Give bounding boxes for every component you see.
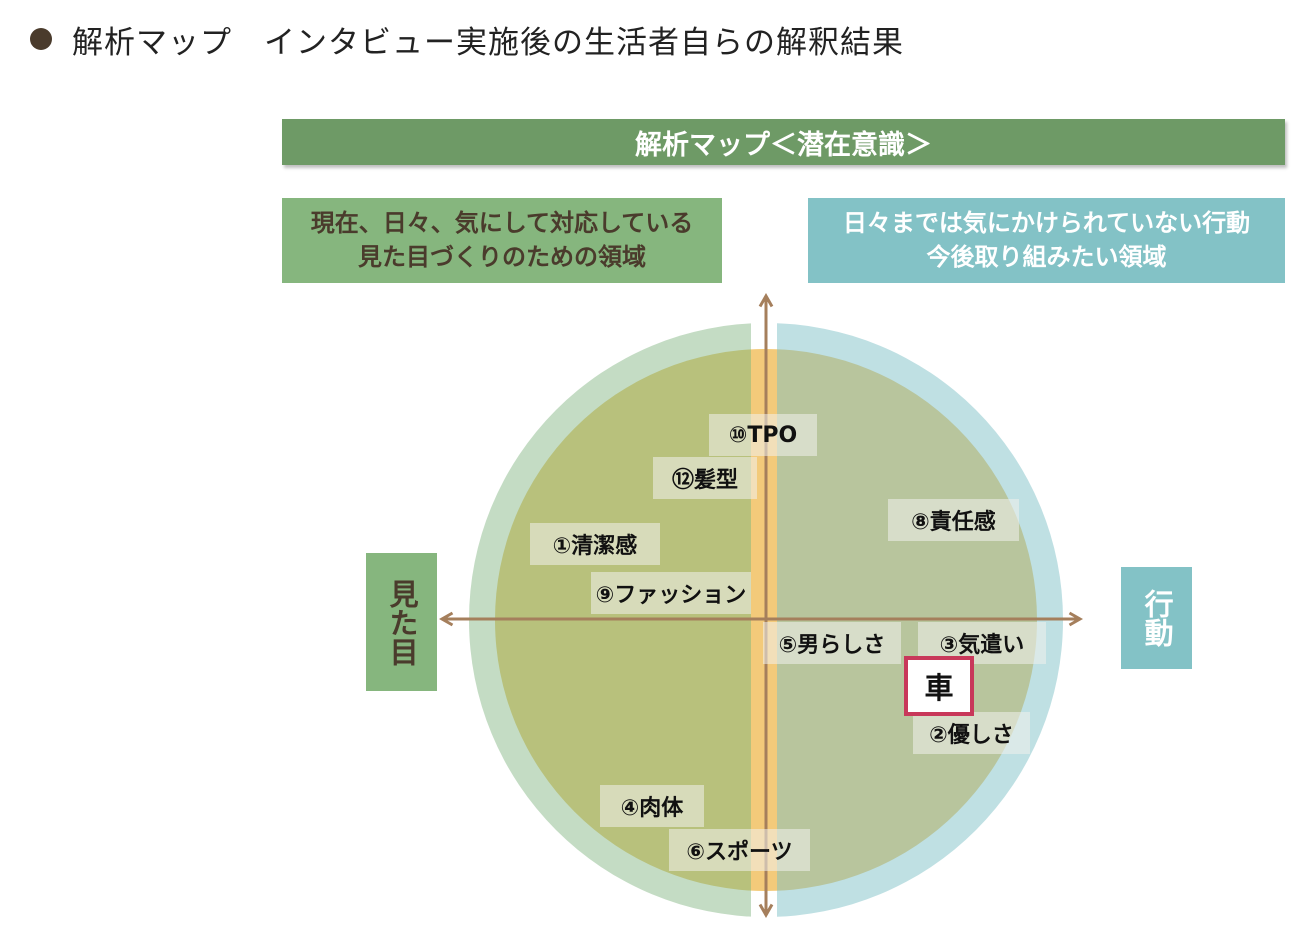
item-9-fashion: ⑨ファッション — [591, 572, 751, 614]
region-right-line2: 今後取り組みたい領域 — [926, 242, 1167, 271]
item-6-sports: ⑥スポーツ — [669, 829, 810, 871]
item-10-tpo: ⑩TPO — [709, 414, 817, 456]
page-title: 解析マップ インタビュー実施後の生活者自らの解釈結果 — [30, 14, 904, 64]
map-banner-title: 解析マップ＜潜在意識＞ — [635, 129, 932, 161]
item-5-masculinity: ⑤男らしさ — [763, 622, 901, 664]
item-4-body: ④肉体 — [600, 785, 704, 827]
highlight-car-label: 車 — [924, 671, 954, 705]
highlight-car-box: 車 — [904, 656, 974, 716]
item-2-kindness: ②優しさ — [913, 712, 1030, 754]
map-banner: 解析マップ＜潜在意識＞ — [282, 119, 1285, 165]
axis-label-left: 見た目 — [366, 553, 437, 691]
item-12-hairstyle: ⑫髪型 — [653, 457, 757, 499]
page-title-text: 解析マップ インタビュー実施後の生活者自らの解釈結果 — [72, 24, 904, 61]
item-8-responsibility: ⑧責任感 — [888, 499, 1019, 541]
region-left-line2: 見た目づくりのための領域 — [358, 242, 646, 271]
bullet-icon — [30, 28, 52, 50]
axis-label-right-text: 行動 — [1140, 589, 1175, 647]
region-left-line1: 現在、日々、気にして対応している — [310, 208, 694, 237]
region-left-box: 現在、日々、気にして対応している 見た目づくりのための領域 — [282, 198, 722, 283]
axis-label-left-text: 見た目 — [385, 578, 420, 666]
region-right-line1: 日々までは気にかけられていない行動 — [842, 208, 1251, 237]
item-1-cleanliness: ①清潔感 — [530, 523, 660, 565]
axis-label-right: 行動 — [1121, 567, 1192, 669]
region-right-box: 日々までは気にかけられていない行動 今後取り組みたい領域 — [808, 198, 1285, 283]
